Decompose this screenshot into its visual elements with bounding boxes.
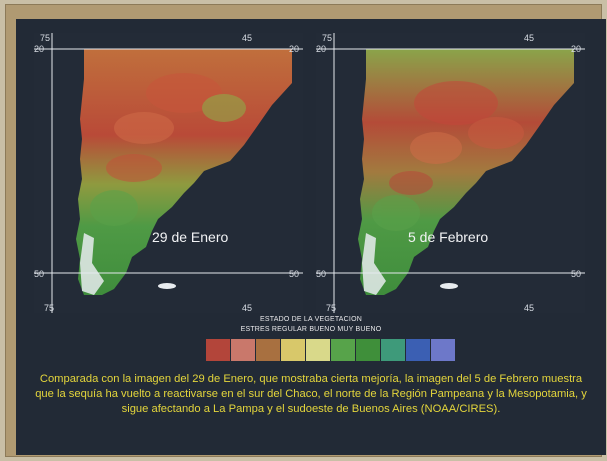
caption: Comparada con la imagen del 29 de Enero,… — [35, 373, 587, 415]
malvinas-islands — [440, 283, 458, 289]
malvinas-islands — [158, 283, 176, 289]
map-date-label: 5 de Febrero — [408, 229, 489, 245]
slide-frame: 75 45 20 20 50 50 75 45 29 de Enero — [6, 5, 606, 456]
andes-snow — [80, 233, 104, 295]
south-america-landmass — [358, 49, 574, 295]
tick-left-upper: 20 — [316, 44, 327, 54]
tick-left-upper: 20 — [34, 44, 45, 54]
andes-snow — [362, 233, 386, 295]
legend-swatch — [356, 339, 380, 361]
legend-swatch — [256, 339, 280, 361]
legend-swatch — [406, 339, 430, 361]
legend-title: ESTADO DE LA VEGETACION — [260, 316, 362, 323]
tick-right-upper: 20 — [289, 44, 300, 54]
drought-patches — [90, 73, 246, 226]
tick-top-left: 75 — [40, 33, 51, 43]
tick-bottom-right: 45 — [524, 303, 535, 313]
map-panel-february: 75 45 20 20 50 50 75 45 5 de Febrero — [316, 33, 585, 313]
legend-swatch — [231, 339, 255, 361]
legend-swatch — [306, 339, 330, 361]
tick-top-right: 45 — [524, 33, 535, 43]
tick-left-lower: 50 — [316, 269, 327, 279]
legend-color-bar — [206, 339, 456, 361]
tick-bottom-left: 75 — [44, 303, 55, 313]
tick-right-upper: 20 — [571, 44, 582, 54]
legend-swatch — [431, 339, 455, 361]
legend-swatch — [331, 339, 355, 361]
tick-top-left: 75 — [322, 33, 333, 43]
legend-classes: ESTRES REGULAR BUENO MUY BUENO — [240, 326, 382, 333]
drought-patches — [372, 81, 524, 231]
legend-swatch — [206, 339, 230, 361]
vegetation-map-february — [316, 33, 585, 313]
tick-bottom-right: 45 — [242, 303, 253, 313]
legend-swatch — [381, 339, 405, 361]
legend-swatch — [281, 339, 305, 361]
tick-left-lower: 50 — [34, 269, 45, 279]
tick-bottom-left: 75 — [326, 303, 337, 313]
tick-right-lower: 50 — [289, 269, 300, 279]
vegetation-map-january — [34, 33, 303, 313]
slide: 75 45 20 20 50 50 75 45 29 de Enero — [16, 19, 606, 455]
tick-top-right: 45 — [242, 33, 253, 43]
tick-right-lower: 50 — [571, 269, 582, 279]
map-panel-january: 75 45 20 20 50 50 75 45 29 de Enero — [34, 33, 303, 313]
map-date-label: 29 de Enero — [152, 229, 229, 245]
